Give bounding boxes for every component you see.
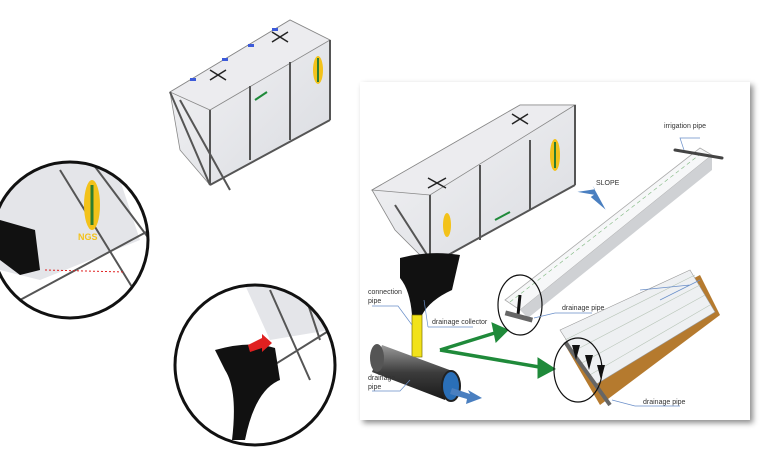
push-arrow-icon (248, 334, 272, 352)
logo-text: NGS (78, 232, 98, 242)
label-connection-pipe-line1: connection (368, 289, 402, 296)
ngs-logo-icon (313, 56, 323, 84)
system-overview-card: irrigation pipe SLOPE connection pipe dr… (360, 82, 750, 420)
detail-circle-left: NGS (0, 160, 150, 320)
label-drainage-pipe-main-line1: drainage (368, 375, 395, 382)
slope-gutter (504, 147, 724, 318)
detail-circle-bottom (173, 283, 337, 447)
small-arrow-icon (254, 91, 268, 101)
drainage-collector (400, 253, 460, 315)
flow-arrow-icon (450, 388, 482, 404)
connection-pipe (411, 314, 423, 358)
label-drainage-pipe-main-line2: pipe (368, 384, 381, 391)
label-irrigation-pipe: irrigation pipe (664, 123, 706, 130)
clip-markers (190, 28, 278, 81)
detail-circle-gutter-end (497, 274, 543, 336)
label-drainage-collector: drainage collector (432, 319, 488, 326)
ngs-logo-icon (443, 139, 560, 237)
trough-illustration-main (370, 104, 577, 358)
main-drainage-pipe (370, 344, 482, 404)
irrigation-pipe (673, 148, 724, 160)
label-connection-pipe-line2: pipe (368, 298, 381, 305)
trough-illustration-top (169, 19, 331, 191)
gutter-bed (553, 269, 720, 407)
label-drainage-pipe-upper: drainage pipe (562, 305, 605, 312)
cross-mark-icon (209, 31, 289, 81)
pointer-arrows (439, 322, 556, 379)
slope-arrow-icon (577, 185, 606, 210)
label-slope: SLOPE (596, 180, 620, 187)
lower-drainage-pipe (563, 340, 612, 407)
label-drainage-pipe-lower: drainage pipe (643, 399, 686, 406)
